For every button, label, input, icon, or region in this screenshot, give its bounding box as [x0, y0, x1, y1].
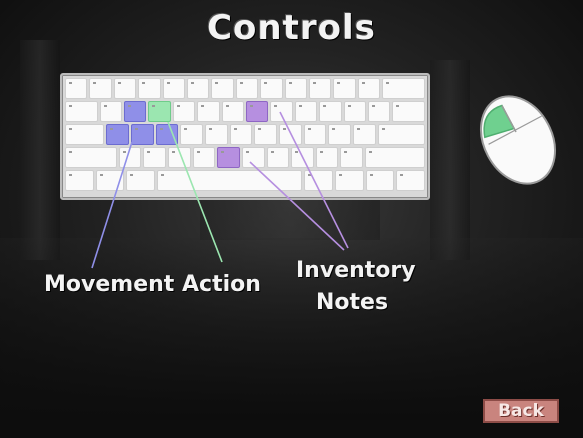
key-w-movement	[124, 101, 147, 122]
backslash-key	[392, 101, 426, 122]
left-shift-key	[65, 147, 117, 168]
backspace-key	[382, 78, 426, 99]
keyboard-row	[65, 124, 426, 145]
key	[270, 101, 293, 122]
key-a-movement	[106, 124, 129, 145]
key	[357, 78, 381, 99]
keyboard-diagram-icon	[60, 73, 430, 200]
right-ctrl-key	[396, 170, 425, 191]
key	[192, 147, 216, 168]
key	[172, 101, 196, 122]
key	[180, 124, 203, 145]
key	[89, 78, 112, 99]
key	[138, 78, 161, 99]
menu-key	[365, 170, 395, 191]
movement-label: Movement	[44, 272, 175, 297]
mouse-left-button	[483, 104, 516, 139]
key	[99, 101, 122, 122]
win-key	[95, 170, 125, 191]
key	[254, 124, 277, 145]
key	[309, 78, 332, 99]
key	[319, 101, 342, 122]
key	[167, 147, 191, 168]
background-beam	[200, 200, 380, 240]
key-b-notes	[217, 147, 240, 168]
key-i-inventory	[246, 101, 269, 122]
space-key	[156, 170, 303, 191]
inventory-label: Inventory	[296, 258, 416, 283]
key	[352, 124, 376, 145]
key-e-action	[148, 101, 171, 122]
key	[291, 147, 314, 168]
key	[340, 147, 364, 168]
background-pillar	[20, 40, 60, 260]
key	[368, 101, 391, 122]
key	[235, 78, 259, 99]
right-shift-key	[365, 147, 425, 168]
key	[241, 147, 265, 168]
mouse-left-click-icon	[480, 95, 556, 185]
key	[118, 147, 142, 168]
keyboard-row	[65, 101, 426, 122]
key	[143, 147, 166, 168]
action-label: Action	[182, 272, 261, 297]
keyboard-row	[65, 170, 425, 191]
key	[266, 147, 290, 168]
key	[328, 124, 351, 145]
key	[260, 78, 283, 99]
key	[343, 101, 367, 122]
tab-key	[65, 101, 98, 122]
key	[65, 78, 88, 99]
background-pillar	[430, 60, 470, 260]
key	[333, 78, 356, 99]
back-button[interactable]: Back	[483, 399, 559, 423]
notes-label: Notes	[316, 290, 389, 315]
key	[211, 78, 234, 99]
key	[278, 124, 302, 145]
key	[113, 78, 137, 99]
key	[221, 101, 245, 122]
ctrl-key	[65, 170, 94, 191]
key	[303, 124, 327, 145]
key	[294, 101, 318, 122]
keyboard-row	[65, 147, 425, 168]
caps-lock-key	[65, 124, 105, 145]
alt-gr-key	[304, 170, 334, 191]
fn-key	[335, 170, 364, 191]
key-s-movement	[130, 124, 154, 145]
key	[187, 78, 210, 99]
key	[284, 78, 308, 99]
enter-key	[377, 124, 426, 145]
page-title: Controls	[207, 8, 376, 48]
key	[229, 124, 253, 145]
key-d-movement	[155, 124, 179, 145]
keyboard-row	[65, 78, 426, 99]
key	[162, 78, 186, 99]
alt-key	[126, 170, 155, 191]
key	[204, 124, 228, 145]
key	[197, 101, 220, 122]
key	[315, 147, 339, 168]
